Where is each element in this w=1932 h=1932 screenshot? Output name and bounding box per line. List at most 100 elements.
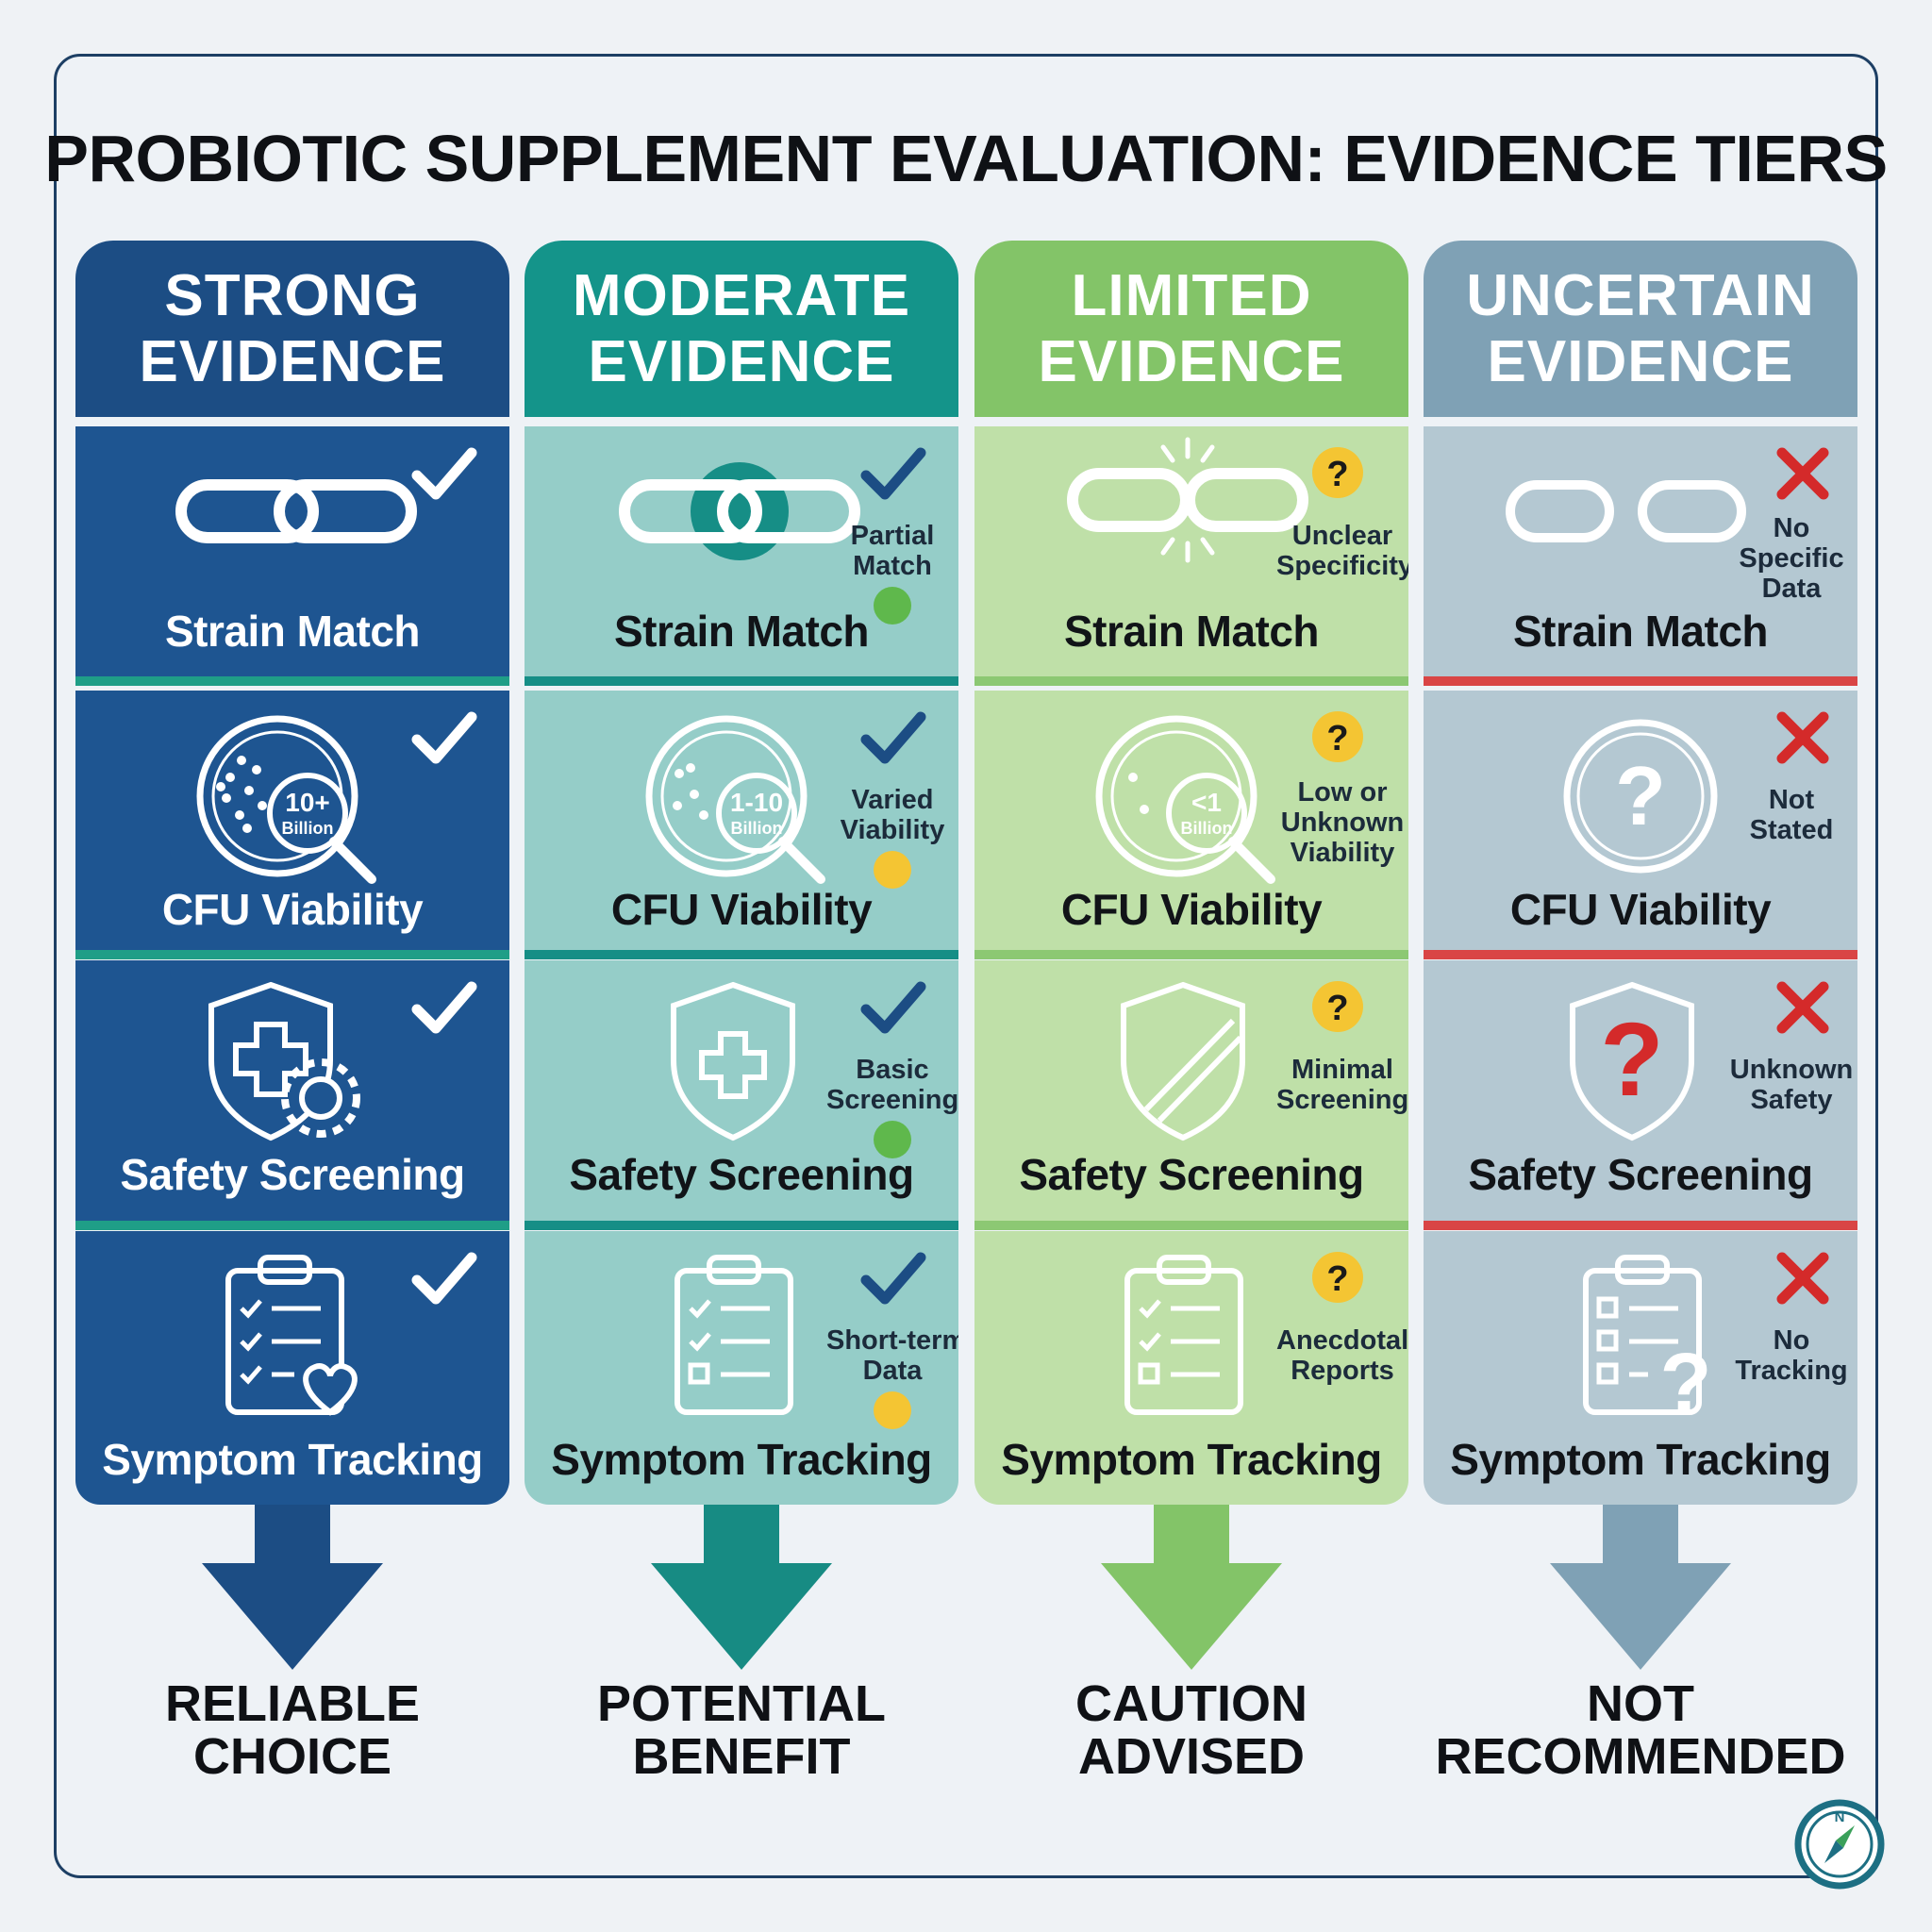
criterion-cell: Symptom Tracking: [75, 1231, 509, 1505]
tier-outcome-line: CHOICE: [192, 1728, 391, 1785]
row-divider: [974, 1221, 1408, 1230]
clipboard-checklist-icon: [225, 1255, 358, 1416]
status-dot: [874, 1121, 911, 1158]
status-note-line: Data: [862, 1356, 923, 1386]
tier-heading-line: MODERATE: [572, 262, 911, 328]
status-note-line: Unknown: [1729, 1055, 1854, 1085]
status-note-line: Viability: [1290, 838, 1395, 868]
status-note-line: Match: [853, 551, 932, 581]
criterion-cell: Safety Screening: [75, 960, 509, 1222]
row-divider: [75, 1221, 509, 1230]
check-icon: [860, 981, 926, 1034]
criterion-label: CFU Viability: [161, 885, 424, 934]
row-divider: [75, 676, 509, 686]
status-note-line: Data: [1761, 574, 1822, 604]
shield-icon: [208, 981, 360, 1141]
tier-outcome-line: RECOMMENDED: [1435, 1728, 1846, 1785]
tier-heading-line: UNCERTAIN: [1466, 262, 1815, 328]
tier-outcome-line: CAUTION: [1075, 1675, 1307, 1732]
criterion-label: Safety Screening: [1019, 1150, 1364, 1199]
shield-icon: [1121, 981, 1245, 1141]
svg-text:?: ?: [1326, 1259, 1348, 1299]
tier-outcome-line: POTENTIAL: [597, 1675, 886, 1732]
criterion-label: Symptom Tracking: [1450, 1435, 1831, 1484]
criterion-label: CFU Viability: [1060, 885, 1323, 934]
status-note-line: No: [1773, 1325, 1810, 1356]
check-icon: [411, 711, 477, 764]
svg-text:Billion: Billion: [282, 819, 334, 838]
status-note-line: Varied: [851, 785, 934, 815]
clipboard-checklist-icon: ?: [1583, 1255, 1711, 1418]
status-note-line: Minimal: [1291, 1055, 1393, 1085]
cross-icon: [1776, 981, 1829, 1034]
criterion-label: Symptom Tracking: [102, 1435, 483, 1484]
status-dot: [874, 587, 911, 625]
status-note-line: Partial: [850, 521, 935, 551]
status-note-line: Unclear: [1291, 521, 1393, 551]
compass-letter: N: [1835, 1809, 1845, 1825]
status-note-line: Short-term: [826, 1325, 958, 1356]
cross-icon: [1776, 711, 1829, 764]
question-icon: ?: [1312, 447, 1363, 498]
status-note-line: Basic: [856, 1055, 929, 1085]
status-note-line: Safety: [1750, 1085, 1833, 1115]
status-note-line: Screening: [826, 1085, 958, 1115]
question-icon: ?: [1312, 711, 1363, 762]
criterion-label: Symptom Tracking: [1001, 1435, 1382, 1484]
row-divider: [75, 950, 509, 959]
status-note-line: Stated: [1749, 815, 1834, 845]
status-note-line: Tracking: [1735, 1356, 1848, 1386]
criterion-label: Safety Screening: [569, 1150, 914, 1199]
svg-text:Billion: Billion: [1181, 819, 1233, 838]
check-icon: [411, 447, 477, 500]
status-note-line: Not: [1768, 785, 1815, 815]
svg-text:?: ?: [1326, 989, 1348, 1028]
status-note-line: No: [1773, 513, 1810, 543]
status-dot: [874, 1391, 911, 1429]
status-dot: [874, 851, 911, 889]
svg-text:?: ?: [1600, 1002, 1663, 1118]
clipboard-checklist-icon: [1124, 1255, 1243, 1415]
compass-icon: N: [1794, 1799, 1885, 1890]
status-note-line: Viability: [840, 815, 945, 845]
criterion-label: Strain Match: [1512, 607, 1769, 656]
petri-dish-magnifier-icon: 10+ Billion: [196, 715, 376, 884]
svg-text:10+: 10+: [285, 788, 330, 817]
question-icon: ?: [1312, 1252, 1363, 1303]
chain-link-icon: [1506, 480, 1746, 542]
down-arrow-icon: [651, 1505, 832, 1670]
criterion-label: Safety Screening: [1468, 1150, 1813, 1199]
down-arrow-icon: [1550, 1505, 1731, 1670]
svg-text:?: ?: [1615, 749, 1666, 842]
svg-text:?: ?: [1326, 455, 1348, 494]
row-divider: [525, 950, 958, 959]
status-note-line: Screening: [1276, 1085, 1408, 1115]
chain-link-icon: [1067, 437, 1308, 563]
shield-icon: [671, 981, 795, 1141]
clipboard-checklist-icon: [675, 1255, 793, 1415]
